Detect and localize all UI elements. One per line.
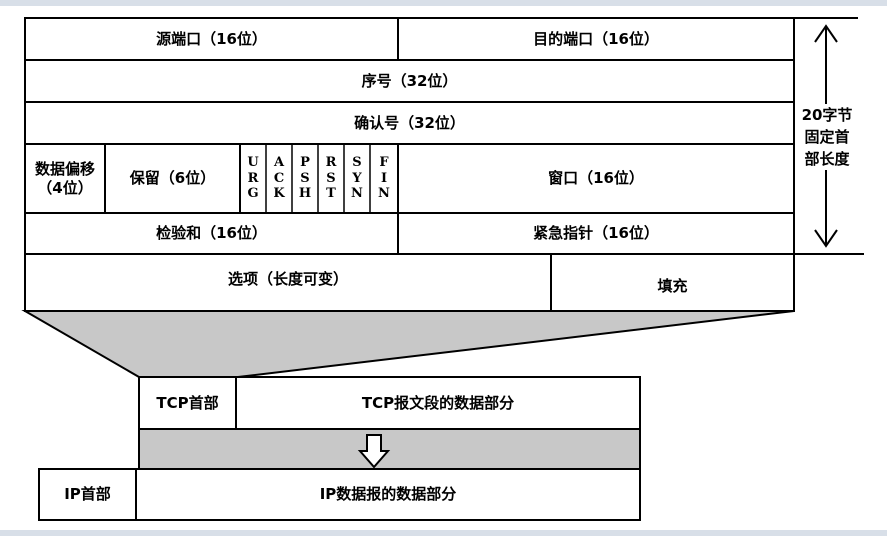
- source-port-field: 源端口（16位）: [156, 29, 267, 48]
- window-size-field: 窗口（16位）: [548, 169, 644, 188]
- destination-port-field: 目的端口（16位）: [533, 29, 659, 48]
- fixed-header-length-label: 20字节 固定首 部长度: [797, 104, 857, 170]
- tcp-header-frame: [24, 17, 795, 312]
- urgent-pointer-field: 紧急指针（16位）: [533, 224, 659, 243]
- reserved-field: 保留（6位）: [129, 169, 216, 188]
- sequence-number-field: 序号（32位）: [361, 71, 458, 90]
- data-offset-bits: （4位）: [37, 178, 93, 197]
- window-top-strip: [0, 0, 887, 6]
- encapsulation-band: [138, 428, 641, 470]
- ip-datagram-frame: [38, 468, 641, 521]
- ip-data-block: IP数据报的数据部分: [319, 485, 457, 504]
- tcp-data-block: TCP报文段的数据部分: [361, 393, 515, 412]
- tcp-segment-frame: [138, 376, 641, 430]
- window-bottom-strip: [0, 530, 887, 536]
- padding-field: 填充: [657, 277, 688, 296]
- data-offset-label: 数据偏移: [34, 159, 95, 178]
- tcp-header-block: TCP首部: [156, 393, 219, 412]
- ip-header-block: IP首部: [64, 485, 111, 504]
- down-arrow-icon: [357, 434, 391, 469]
- options-field: 选项（长度可变）: [227, 270, 348, 289]
- funnel-shape: [21, 310, 795, 378]
- acknowledgment-number-field: 确认号（32位）: [354, 113, 465, 132]
- data-offset-field: 数据偏移 （4位）: [25, 144, 105, 213]
- checksum-field: 检验和（16位）: [156, 224, 267, 243]
